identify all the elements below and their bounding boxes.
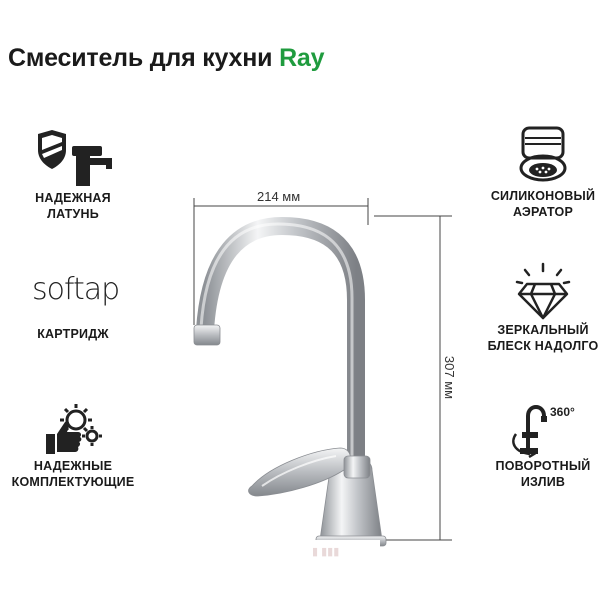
feature-mirror-shine: ЗЕРКАЛЬНЫЙ БЛЕСК НАДОЛГО <box>478 262 600 354</box>
feature-mirror-shine-label: ЗЕРКАЛЬНЫЙ БЛЕСК НАДОЛГО <box>487 323 599 353</box>
feature-cartridge-label: КАРТРИДЖ <box>37 327 109 341</box>
rotation-badge: 360° <box>550 405 575 419</box>
aerator-icon <box>519 126 567 182</box>
feature-components-label: НАДЕЖНЫЕ КОМПЛЕКТУЮЩИЕ <box>11 459 135 489</box>
feature-aerator-label: СИЛИКОНОВЫЙ АЭРАТОР <box>490 189 596 219</box>
feature-brass-label: НАДЕЖНАЯ ЛАТУНЬ <box>35 191 111 221</box>
diamond-icon <box>515 262 571 320</box>
feature-components: НАДЕЖНЫЕ КОМПЛЕКТУЮЩИЕ <box>8 400 138 490</box>
brass-faucet-shield-icon <box>38 130 112 186</box>
feature-swivel-spout-label: ПОВОРОТНЫЙ ИЗЛИВ <box>495 459 591 489</box>
feature-swivel-spout: 360° ПОВОРОТНЫЙ ИЗЛИВ <box>478 398 600 490</box>
feature-brass: НАДЕЖНАЯ ЛАТУНЬ <box>8 128 138 222</box>
swivel-spout-icon: 360° <box>512 405 575 458</box>
feature-cartridge: КАРТРИДЖ <box>8 326 138 342</box>
gears-thumbs-up-icon <box>46 404 102 454</box>
title-main: Смеситель для кухни <box>8 44 273 72</box>
page-title: Смеситель для кухни Ray <box>8 44 325 73</box>
feature-aerator: СИЛИКОНОВЫЙ АЭРАТОР <box>478 124 600 220</box>
svg-text:▮ ▮▮▮: ▮ ▮▮▮ <box>312 546 339 558</box>
watermark-logo: ▮ ▮▮▮ <box>310 540 380 562</box>
height-dimension-label: 307 мм <box>442 355 458 400</box>
width-dimension-label: 214 мм <box>257 189 301 204</box>
title-accent: Ray <box>279 44 325 72</box>
softap-logo: softap <box>32 272 120 307</box>
